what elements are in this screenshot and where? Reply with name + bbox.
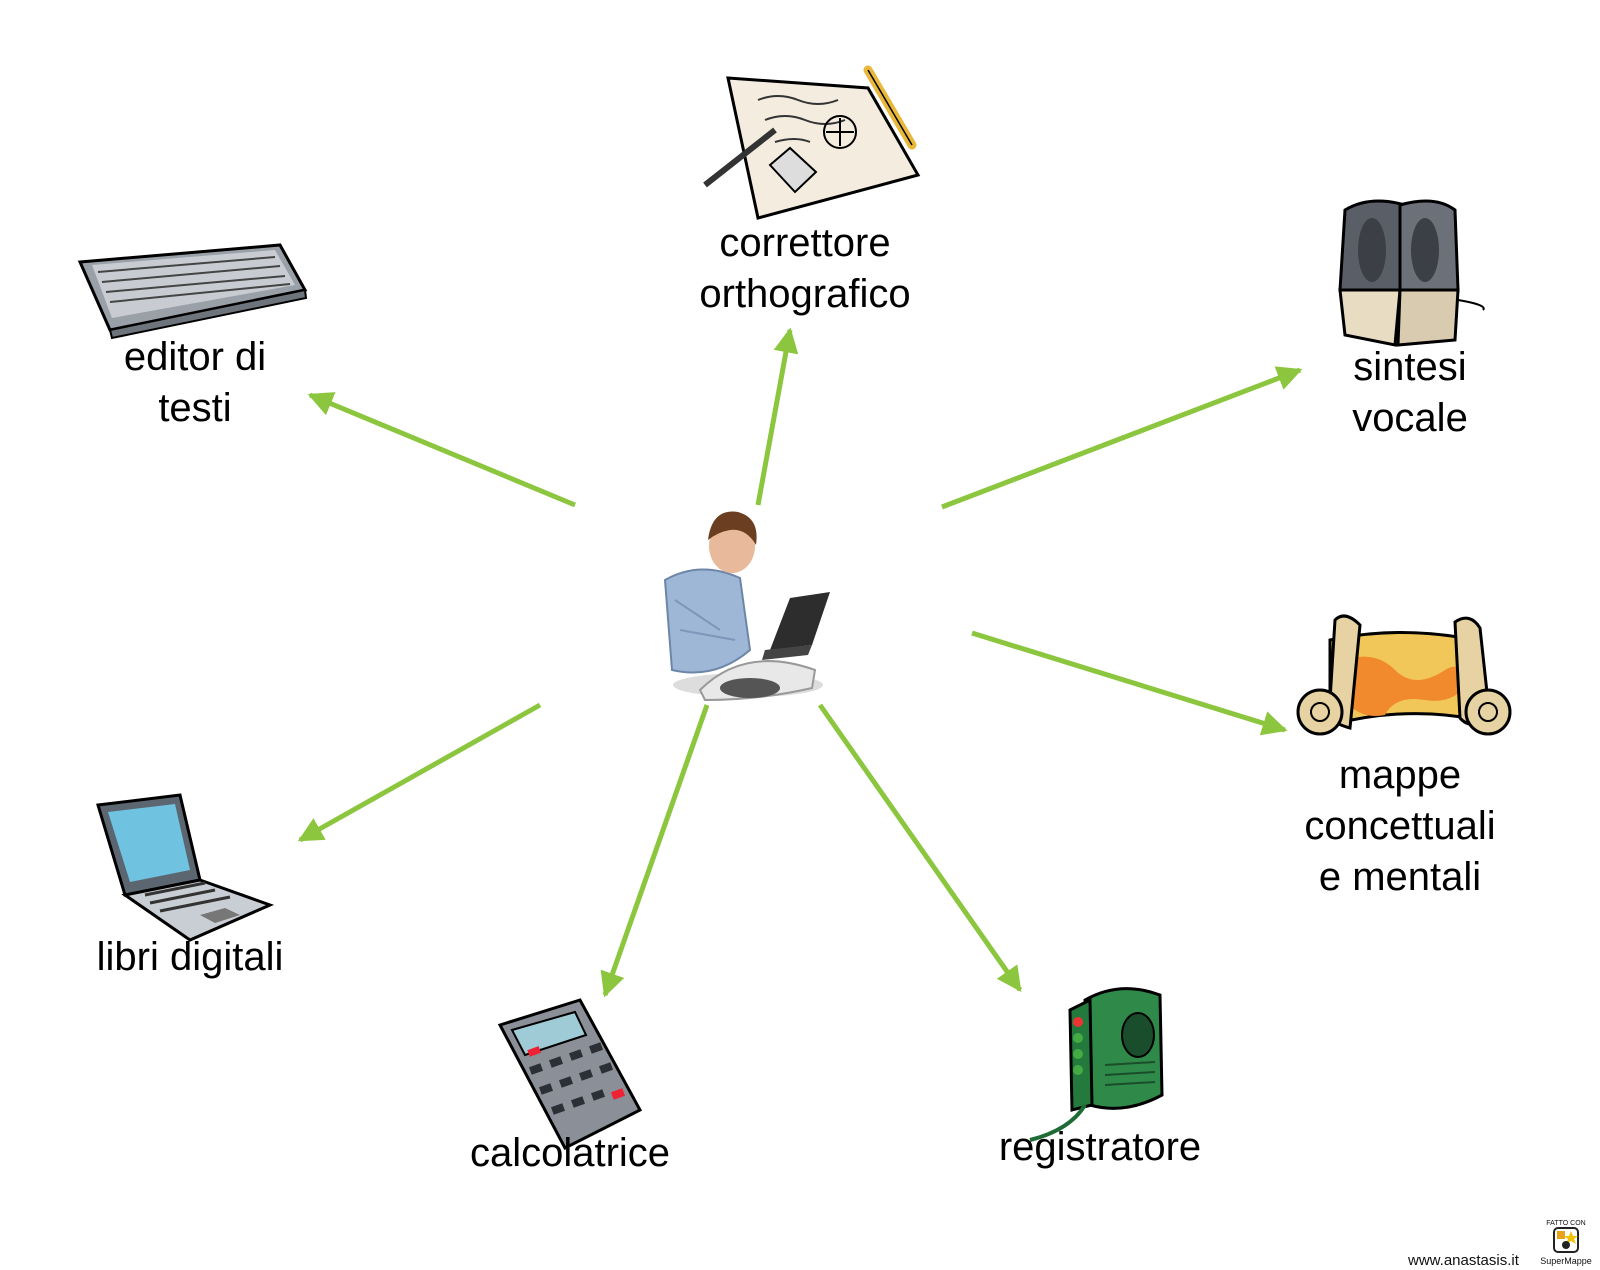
- arrow-calcolatrice: [600, 704, 710, 998]
- label-libri: libri digitali: [96, 935, 284, 979]
- arrow-mappe: [971, 630, 1288, 736]
- label-correttore: correttore orthografico: [699, 221, 911, 316]
- scroll-map-icon: [1296, 614, 1512, 736]
- supermappe-logo-icon: FATTO CON SuperMappe: [1540, 1220, 1592, 1266]
- calculator-icon: [497, 998, 643, 1151]
- keyboard-icon: [77, 243, 308, 340]
- label-mappe: mappe concettuali e mentali: [1304, 753, 1496, 899]
- label-registratore: registratore: [998, 1125, 1202, 1169]
- label-editor: editor di testi: [123, 335, 267, 430]
- label-calcolatrice: calcolatrice: [469, 1131, 671, 1175]
- laptop-icon: [96, 793, 275, 942]
- svg-text:FATTO CON: FATTO CON: [1546, 1220, 1585, 1227]
- svg-text:SuperMappe: SuperMappe: [1540, 1256, 1592, 1266]
- arrow-editor: [307, 392, 576, 508]
- speakers-icon: [1338, 199, 1485, 347]
- arrow-registratore: [817, 703, 1023, 993]
- footer-site[interactable]: www.anastasis.it: [1408, 1252, 1519, 1269]
- arrow-sintesi: [941, 366, 1303, 510]
- label-sintesi: sintesi vocale: [1352, 345, 1468, 440]
- arrow-correttore: [755, 327, 799, 506]
- document-pen-icon: [703, 65, 921, 220]
- voice-recorder-icon: [1029, 987, 1164, 1142]
- arrow-libri: [297, 702, 542, 843]
- student-laptop-icon: [663, 511, 830, 702]
